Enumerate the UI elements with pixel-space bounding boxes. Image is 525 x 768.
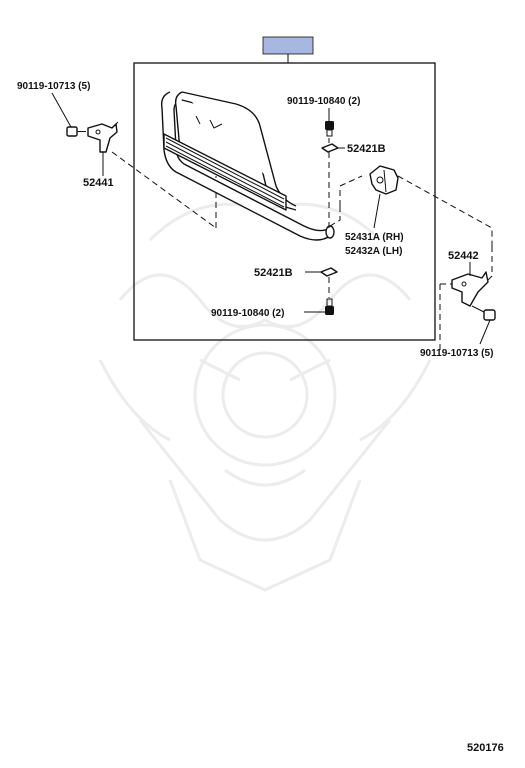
bracket-right-icon <box>451 271 489 307</box>
label-step-lh: 52432A (LH) <box>345 246 402 257</box>
running-board-icon <box>160 91 335 241</box>
bracket-left-icon <box>87 121 119 153</box>
label-bracket-left: 52441 <box>83 177 114 189</box>
clip-icon <box>320 267 338 277</box>
label-step-rh: 52431A (RH) <box>345 232 404 243</box>
clip-icon <box>321 143 339 153</box>
label-clip-top: 52421B <box>347 143 386 155</box>
bolt-icon <box>471 305 496 321</box>
label-bolt-top-left: 90119-10713 (5) <box>17 81 90 92</box>
watermark-emblem <box>98 202 432 592</box>
label-bracket-right: 52442 <box>448 250 479 262</box>
bolt-icon <box>325 121 334 137</box>
label-bolt-top-center: 90119-10840 (2) <box>287 96 360 107</box>
bolt-icon <box>325 298 334 315</box>
header-tab <box>262 36 314 55</box>
figure-id: 520176 <box>467 742 504 754</box>
label-clip-bottom: 52421B <box>254 267 293 279</box>
label-bolt-bottom-center: 90119-10840 (2) <box>211 308 284 319</box>
step-mount-icon <box>369 165 399 195</box>
label-bolt-bottom-right: 90119-10713 (5) <box>420 348 493 359</box>
bolt-icon <box>66 126 86 137</box>
assembly-frame <box>133 62 436 341</box>
